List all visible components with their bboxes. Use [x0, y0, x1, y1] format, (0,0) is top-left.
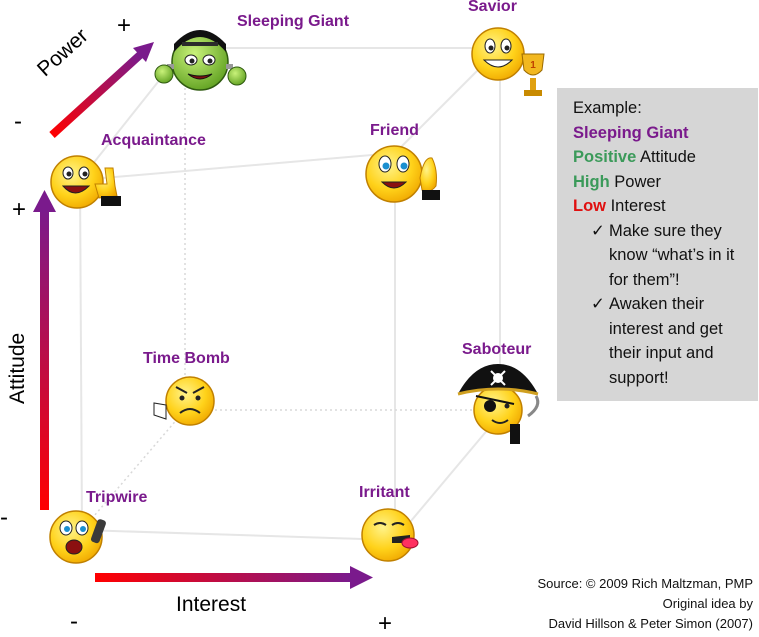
- example-box: Example: Sleeping Giant Positive Attitud…: [557, 88, 758, 401]
- source-line-3: David Hillson & Peter Simon (2007): [548, 616, 753, 631]
- example-heading: Example:: [573, 99, 642, 117]
- thumbs-up-smiley-icon: [50, 155, 121, 209]
- checkmark-icon: ✓: [591, 295, 605, 313]
- source-credit: Source: © 2009 Rich Maltzman, PMP Origin…: [538, 574, 754, 634]
- attitude-minus-sign: -: [0, 504, 8, 531]
- cube-edges: [79, 47, 501, 541]
- waving-smiley-icon: [365, 145, 440, 203]
- node-label-savior: Savior: [468, 0, 517, 15]
- example-interest-line: Low Interest: [573, 194, 752, 219]
- interest-axis-arrow: [95, 566, 373, 589]
- tongue-smiley-icon: [361, 508, 419, 562]
- attitude-plus-sign: +: [12, 196, 27, 223]
- attitude-axis-title: Attitude: [6, 332, 29, 404]
- example-bullet: ✓ Make sure they know “what’s in it for …: [591, 219, 752, 293]
- interest-plus-sign: +: [378, 610, 393, 637]
- example-bullet-text: Make sure they know “what’s in it for th…: [609, 221, 735, 289]
- power-minus-sign: -: [14, 108, 22, 135]
- example-interest-level: Low: [573, 197, 606, 215]
- node-label-irritant: Irritant: [359, 484, 410, 501]
- svg-text:1: 1: [530, 60, 536, 71]
- example-attitude-text: Attitude: [639, 148, 696, 166]
- attitude-axis-arrow: [33, 190, 56, 510]
- node-label-friend: Friend: [370, 122, 419, 139]
- example-power-text: Power: [614, 172, 662, 191]
- power-axis-arrow: [49, 42, 154, 138]
- frankenstein-smiley-icon: [154, 30, 247, 91]
- source-line-2: Original idea by: [662, 596, 753, 611]
- example-name: Sleeping Giant: [573, 123, 689, 142]
- example-power-line: High Power: [573, 170, 752, 195]
- node-label-time-bomb: Time Bomb: [143, 350, 230, 367]
- example-interest-text: Interest: [610, 197, 666, 215]
- pirate-smiley-icon: [457, 364, 540, 444]
- node-label-sleeping-giant: Sleeping Giant: [237, 13, 350, 30]
- interest-axis-title: Interest: [176, 593, 247, 616]
- interest-minus-sign: -: [70, 608, 78, 635]
- node-label-saboteur: Saboteur: [462, 341, 532, 358]
- example-bullet: ✓ Awaken their interest and get their in…: [591, 292, 752, 390]
- example-bullet-text: Awaken their interest and get their inpu…: [609, 295, 723, 387]
- angry-smiley-icon: [153, 376, 215, 426]
- example-power-level: High: [573, 172, 610, 191]
- example-attitude-level: Positive: [573, 148, 637, 166]
- source-line-1: Source: © 2009 Rich Maltzman, PMP: [537, 576, 754, 591]
- cube-hidden-edges: [81, 48, 500, 531]
- example-attitude-line: Positive Attitude: [573, 145, 752, 170]
- node-label-acquaintance: Acquaintance: [101, 132, 206, 149]
- node-label-tripwire: Tripwire: [86, 489, 148, 506]
- trophy-smiley-icon: 1: [471, 27, 545, 96]
- checkmark-icon: ✓: [591, 221, 605, 240]
- phone-smiley-icon: [49, 510, 106, 564]
- power-plus-sign: +: [117, 12, 132, 39]
